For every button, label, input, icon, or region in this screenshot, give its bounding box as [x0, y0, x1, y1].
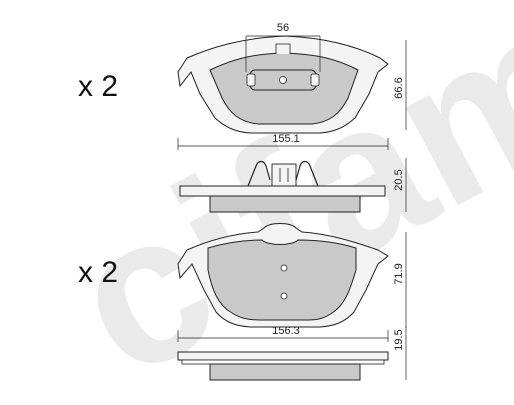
top-quantity-label: x 2	[78, 70, 118, 103]
bottom-thickness-dimension: 19.5	[393, 326, 407, 380]
bottom-pad-rivet-top	[280, 264, 288, 272]
bottom-pad-width-label: 156.3	[272, 325, 300, 337]
top-thickness-dimension: 20.5	[393, 158, 407, 212]
bottom-pad-side-friction-material	[209, 363, 361, 381]
bottom-pad-side-view: 19.5	[177, 326, 407, 381]
top-pad-width-label: 155.1	[272, 133, 300, 145]
bottom-pad-height-dimension: 71.9	[393, 232, 407, 328]
wear-sensor-icon	[246, 43, 320, 91]
bottom-pad-front-view: 71.9 156.3	[177, 223, 407, 342]
bottom-pad-side-shim	[181, 359, 385, 365]
top-pad-height-dimension: 66.6	[393, 40, 407, 130]
bottom-pad-height-label: 71.9	[393, 263, 405, 284]
bottom-pad-side-backing-plate	[177, 351, 389, 361]
top-pad-side-friction-material	[209, 195, 361, 213]
top-pad-front-view: 56 66.6 155.1	[177, 22, 407, 150]
top-clip-width-label: 56	[277, 22, 289, 34]
spring-clip-icon	[247, 160, 319, 187]
bottom-pad-width-dimension: 156.3	[177, 325, 389, 342]
top-clip-width-dimension: 56	[245, 22, 321, 72]
top-pad-side-view: 20.5	[179, 158, 407, 213]
top-thickness-label: 20.5	[393, 169, 405, 190]
top-pad-width-dimension: 155.1	[177, 133, 389, 150]
bottom-pad-rivet-bottom	[280, 292, 288, 300]
top-pad-height-label: 66.6	[393, 77, 405, 98]
bottom-quantity-label: x 2	[78, 256, 118, 289]
top-pad-side-backing-plate	[179, 185, 386, 197]
bottom-pad-friction-material	[207, 239, 357, 321]
bottom-thickness-label: 19.5	[393, 329, 405, 350]
